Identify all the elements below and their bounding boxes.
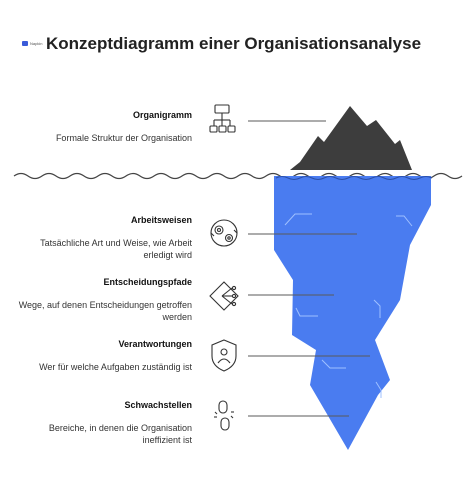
highlight-6 — [375, 381, 382, 398]
highlight-2 — [396, 215, 413, 227]
item-description: Wege, auf denen Entscheidungen getroffen… — [18, 300, 192, 322]
water-line — [13, 172, 463, 180]
item-heading: Entscheidungspfade — [103, 277, 192, 287]
item-description: Wer für welche Aufgaben zuständig ist — [39, 362, 192, 372]
wave-marks-left — [275, 176, 433, 180]
item-verantwortungen: Verantwortungen Wer für welche Aufgaben … — [17, 338, 192, 373]
gears-icon — [210, 219, 238, 247]
iceberg-body — [274, 176, 431, 450]
highlight-3 — [373, 299, 381, 318]
logo: Napkin — [22, 40, 44, 46]
highlight-5 — [321, 359, 346, 369]
item-schwachstellen: Schwachstellen Bereiche, in denen die Or… — [17, 399, 192, 446]
item-entscheidungspfade: Entscheidungspfade Wege, auf denen Entsc… — [17, 276, 192, 323]
logo-text: Napkin — [30, 40, 43, 46]
highlight-4 — [295, 307, 318, 317]
shield-person-icon — [211, 339, 237, 372]
item-description: Formale Struktur der Organisation — [55, 133, 192, 143]
iceberg-tip — [290, 106, 412, 170]
highlight-1 — [284, 213, 312, 226]
broken-chain-icon — [214, 400, 234, 431]
item-heading: Arbeitsweisen — [130, 215, 192, 225]
logo-mark — [22, 40, 28, 46]
item-heading: Verantwortungen — [118, 339, 192, 349]
item-description: Tatsächliche Art und Weise, wie Arbeit e… — [40, 238, 192, 260]
item-heading: Organigramm — [132, 110, 192, 120]
item-organigramm: Organigramm Formale Struktur der Organis… — [0, 109, 192, 144]
page-title: Konzeptdiagramm einer Organisationsanaly… — [45, 34, 422, 53]
org-chart-icon — [209, 104, 236, 133]
decision-path-icon — [209, 281, 239, 311]
item-description: Bereiche, in denen die Organisation inef… — [48, 423, 192, 445]
item-heading: Schwachstellen — [124, 400, 192, 410]
item-arbeitsweisen: Arbeitsweisen Tatsächliche Art und Weise… — [17, 214, 192, 261]
